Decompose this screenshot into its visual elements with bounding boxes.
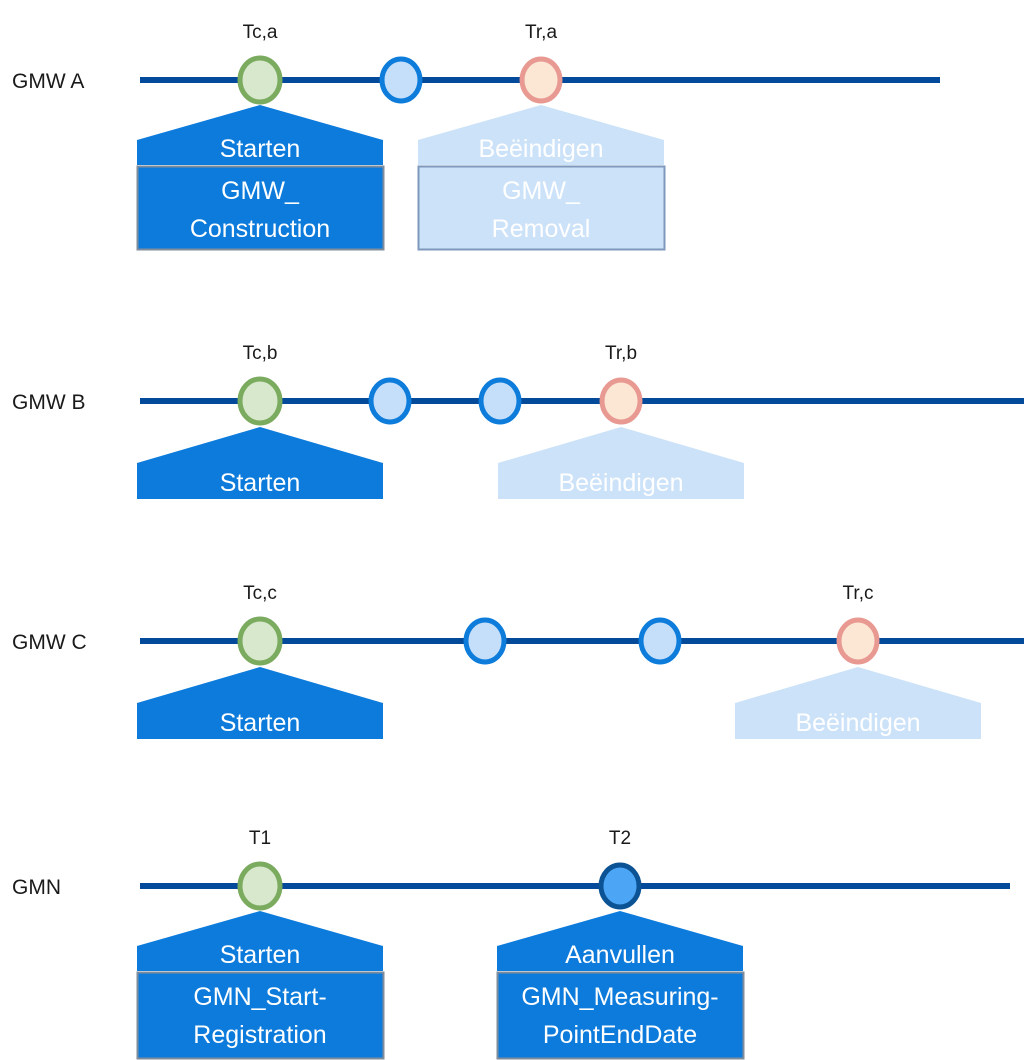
time-label-tr-a: Tr,a <box>525 22 557 43</box>
object-label-gmn-start-registration-line0: GMN_Start- <box>193 983 326 1011</box>
event-shape-gmw-c-starten[interactable]: Starten <box>137 667 383 739</box>
event-banner-gmw-c-starten[interactable] <box>137 667 383 739</box>
event-node-tc-b[interactable] <box>237 376 283 426</box>
row-label-gmw-b: GMW B <box>12 391 86 414</box>
object-label-gmw-a-construction-line1: Construction <box>190 215 330 243</box>
action-label-gmw-c-starten: Starten <box>220 709 301 737</box>
object-box-gmw-a-removal[interactable] <box>417 165 666 251</box>
event-node-mid-b2[interactable] <box>478 377 522 425</box>
event-node-tr-a[interactable] <box>519 56 563 104</box>
event-shape-gmn-measuringpoint-enddate[interactable]: Aanvullen...GMN_Measuring-PointEndDate <box>496 911 745 1060</box>
object-label-gmw-a-construction-line0: GMW_ <box>221 177 300 205</box>
event-node-t1[interactable] <box>237 861 283 911</box>
event-node-mid-b1[interactable] <box>368 377 412 425</box>
event-node-mid-c2[interactable] <box>638 617 682 665</box>
time-label-tr-b: Tr,b <box>605 343 637 364</box>
object-label-gmw-a-removal-line1: Removal <box>492 215 591 243</box>
row-label-gmw-c: GMW C <box>12 631 87 654</box>
event-node-mid-a[interactable] <box>379 56 423 104</box>
action-label-gmw-b-starten: Starten <box>220 469 301 497</box>
event-node-tr-b[interactable] <box>599 377 643 425</box>
event-shape-gmw-b-beeindigen[interactable]: Beëindigen <box>498 427 744 499</box>
action-label-gmw-b-beeindigen: Beëindigen <box>558 469 683 497</box>
action-label-gmw-c-beeindigen: Beëindigen <box>795 709 920 737</box>
event-node-mid-c1[interactable] <box>463 617 507 665</box>
event-node-tc-a[interactable] <box>237 55 283 105</box>
event-node-tc-c[interactable] <box>237 616 283 666</box>
row-label-gmw-a: GMW A <box>12 70 84 93</box>
event-banner-gmn-measuringpoint-enddate[interactable] <box>497 911 743 971</box>
time-label-tc-a: Tc,a <box>243 22 278 43</box>
time-label-t1: T1 <box>249 828 271 849</box>
action-label-gmw-a-removal: Beëindigen <box>478 135 603 163</box>
time-label-t2: T2 <box>609 828 631 849</box>
object-label-gmn-measuringpoint-enddate-line0: GMN_Measuring- <box>521 983 718 1011</box>
object-box-gmn-start-registration[interactable] <box>136 971 385 1060</box>
timeline-row-gmw-b: GMW B Starten Beëindigen Tc,b Tr,b <box>12 343 1024 499</box>
action-label-gmw-a-construction: Starten <box>220 135 301 163</box>
row-label-gmn: GMN <box>12 876 61 899</box>
timeline-row-gmw-c: GMW C Starten Beëindigen Tc,c Tr,c <box>12 583 1024 739</box>
time-label-tc-c: Tc,c <box>243 583 277 604</box>
action-label-gmn-start-registration: Starten <box>220 941 301 969</box>
event-banner-gmn-start-registration[interactable] <box>137 911 383 971</box>
object-label-gmn-start-registration-line1: Registration <box>193 1021 326 1049</box>
object-box-gmw-a-construction[interactable] <box>136 165 385 251</box>
event-node-tr-c[interactable] <box>836 617 880 665</box>
event-node-t2[interactable] <box>598 862 642 910</box>
time-label-tr-c: Tr,c <box>843 583 874 604</box>
event-banner-gmw-a-construction[interactable] <box>137 105 383 165</box>
event-banner-gmw-c-beeindigen[interactable] <box>735 667 981 739</box>
event-banner-gmw-b-beeindigen[interactable] <box>498 427 744 499</box>
object-label-gmw-a-removal-line0: GMW_ <box>502 177 581 205</box>
event-shape-gmw-b-starten[interactable]: Starten <box>137 427 383 499</box>
object-box-gmn-measuringpoint-enddate[interactable] <box>496 971 745 1060</box>
time-label-tc-b: Tc,b <box>243 343 278 364</box>
object-label-gmn-measuringpoint-enddate-line1: PointEndDate <box>543 1021 697 1049</box>
event-banner-gmw-b-starten[interactable] <box>137 427 383 499</box>
event-shape-gmw-c-beeindigen[interactable]: Beëindigen <box>735 667 981 739</box>
event-banner-gmw-a-removal[interactable] <box>418 105 664 165</box>
action-label-gmn-measuringpoint-enddate: Aanvullen <box>565 941 675 969</box>
